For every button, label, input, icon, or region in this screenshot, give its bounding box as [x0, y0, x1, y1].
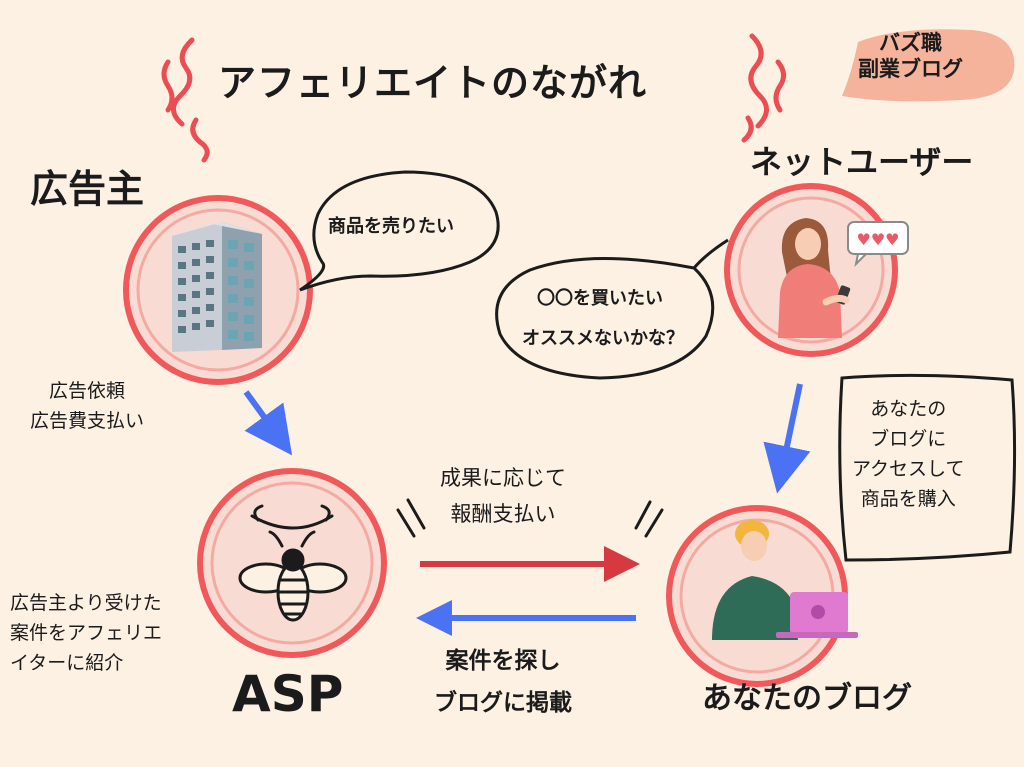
woman-laptop-icon	[712, 520, 858, 640]
title-squiggles	[161, 33, 786, 163]
arrow-user-to-blog	[763, 383, 811, 494]
net-user-bubble-line-1: 〇〇を買いたい	[537, 288, 663, 309]
asp-description-note: 広告主より受けた 案件をアフェリエ イターに紹介	[10, 588, 162, 678]
purchase-action-box	[838, 373, 1017, 562]
brand-line-1: バズ職	[879, 31, 942, 55]
brand-badge	[842, 29, 1015, 102]
arrow-advertiser-to-asp	[243, 390, 293, 456]
advertiser-label: 広告主	[30, 167, 145, 211]
note-line: あなたの	[870, 398, 947, 420]
blog-to-asp-note: 案件を探し ブログに掲載	[434, 640, 572, 724]
brand-line-2: 副業ブログ	[858, 57, 963, 81]
net-user-speech-bubble	[495, 238, 729, 380]
note-line: 報酬支払い	[450, 502, 556, 526]
note-line: アクセスして	[852, 458, 965, 480]
note-line: 商品を購入	[860, 488, 956, 510]
net-user-bubble-line-2: オススメないかな？	[522, 328, 684, 349]
woman-phone-icon	[778, 218, 851, 338]
advertiser-bubble-text: 商品を売りたい	[328, 216, 454, 237]
note-line: 案件をアフェリエ	[10, 622, 163, 644]
note-line: 案件を探し	[445, 648, 561, 674]
svg-text:♥♥♥: ♥♥♥	[856, 230, 899, 249]
note-line: 広告主より受けた	[10, 592, 162, 614]
note-line: 広告依頼	[49, 380, 126, 402]
building-icon	[172, 222, 262, 352]
note-line: ブログに掲載	[434, 690, 572, 716]
hearts-icon: ♥♥♥	[847, 221, 909, 268]
advertiser-speech-bubble	[299, 170, 500, 292]
advertiser-to-asp-note: 広告依頼 広告費支払い	[30, 376, 144, 436]
brand-logo: バズ職 副業ブログ	[858, 30, 963, 82]
emphasis-ticks	[396, 498, 664, 538]
net-user-label: ネットユーザー	[750, 143, 974, 181]
note-line: ブログに	[870, 428, 947, 450]
user-to-blog-note: あなたの ブログに アクセスして 商品を購入	[852, 394, 964, 514]
note-line: 広告費支払い	[30, 410, 145, 432]
asp-to-blog-note: 成果に応じて 報酬支払い	[440, 460, 566, 532]
note-line: イターに紹介	[10, 652, 124, 674]
note-line: 成果に応じて	[440, 466, 566, 490]
your-blog-label: あなたのブログ	[702, 681, 912, 716]
asp-label: ASP	[232, 665, 344, 723]
page-title: アフェリエイトのながれ	[218, 61, 648, 105]
bee-icon	[238, 504, 348, 622]
